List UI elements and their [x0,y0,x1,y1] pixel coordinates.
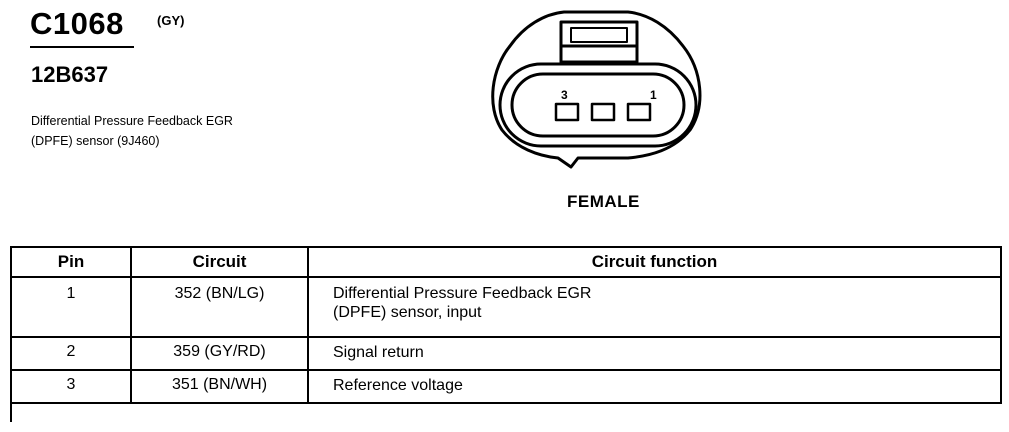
table-header-row: Pin Circuit Circuit function [10,246,1002,278]
cell-pin: 3 [10,369,132,404]
cell-function-line: Differential Pressure Feedback EGR [333,285,592,302]
pin-label-1: 1 [650,88,657,102]
pin-label-3: 3 [561,88,568,102]
pin-cavity-1 [626,102,652,122]
header-circuit-function: Circuit function [307,246,1002,278]
cell-pin: 2 [10,336,132,371]
component-description: Differential Pressure Feedback EGR (DPFE… [31,114,233,148]
part-number: 12B637 [31,62,109,87]
cell-function: Differential Pressure Feedback EGR (DPFE… [307,276,1002,338]
connector-inner-ring [498,62,698,148]
header-pin: Pin [10,246,132,278]
cell-function-line: Signal return [333,344,424,361]
connector-outer-shell [491,10,702,169]
connector-face-diagram: 3 1 [491,10,702,169]
cell-function: Signal return [307,336,1002,371]
connector-id: C1068 [30,6,124,41]
pin-table: Pin Circuit Circuit function 1 352 (BN/L… [10,246,1002,404]
connector-color-code: (GY) [157,13,185,28]
pin-cavity-2 [590,102,616,122]
cell-pin: 1 [10,276,132,338]
cell-circuit: 359 (GY/RD) [130,336,309,371]
pin-cavity-3 [554,102,580,122]
header-circuit: Circuit [130,246,309,278]
cell-function: Reference voltage [307,369,1002,404]
connector-latch [559,20,639,64]
table-row: 2 359 (GY/RD) Signal return [10,336,1002,371]
cell-circuit: 351 (BN/WH) [130,369,309,404]
cell-function-line: Reference voltage [333,377,463,394]
table-row: 3 351 (BN/WH) Reference voltage [10,369,1002,404]
table-row: 1 352 (BN/LG) Differential Pressure Feed… [10,276,1002,338]
cell-function-line: (DPFE) sensor, input [333,304,482,321]
cell-circuit: 352 (BN/LG) [130,276,309,338]
connector-view-label: FEMALE [567,192,640,211]
title-divider [30,46,134,48]
